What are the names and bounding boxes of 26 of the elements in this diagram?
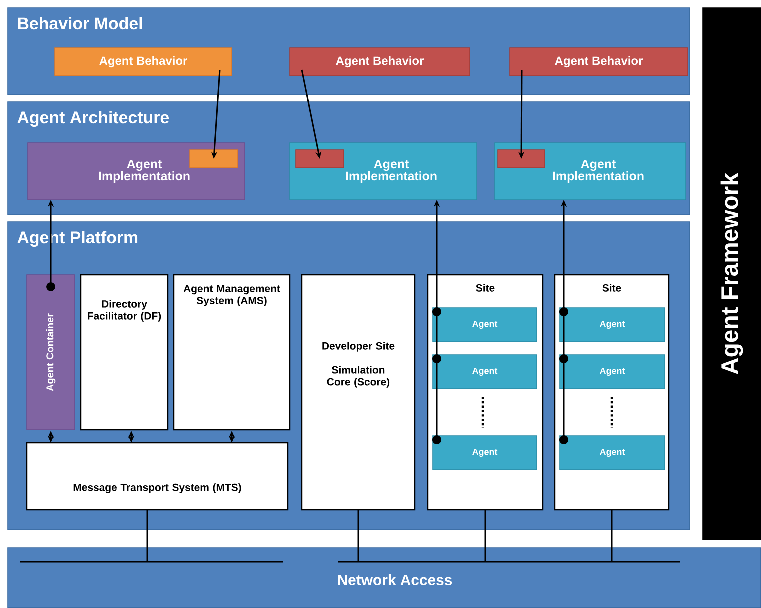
framework-bar: Agent Framework xyxy=(702,8,761,540)
agent-box: Agent xyxy=(432,354,538,390)
network-band: Network Access xyxy=(8,548,761,608)
behavior-box: Agent Behavior xyxy=(290,48,470,76)
component-box: Message Transport System (MTS) xyxy=(26,442,289,511)
connector-line xyxy=(358,510,360,562)
implementation-box: Agent Implementation xyxy=(28,142,246,200)
component-box: Developer Site Simulation Core (Score) xyxy=(301,274,416,511)
behavior-box: Agent Behavior xyxy=(510,48,688,76)
container-box: Agent Container xyxy=(26,274,76,430)
agent-box: Agent xyxy=(560,308,666,342)
component-box: Directory Facilitator (DF) xyxy=(80,274,169,431)
implementation-box: Agent Implementation xyxy=(290,142,478,200)
implementation-box: Agent Implementation xyxy=(494,142,686,200)
small-box xyxy=(190,150,238,168)
connector-line xyxy=(146,510,148,562)
agent-box: Agent xyxy=(560,354,666,390)
small-box xyxy=(498,150,546,168)
connector-line xyxy=(484,510,486,562)
agent-box: Agent xyxy=(560,436,666,470)
agent-box: Agent xyxy=(432,436,538,470)
agent-box: Agent xyxy=(432,308,538,342)
connector-line xyxy=(611,510,613,562)
component-box: Agent Management System (AMS) xyxy=(173,274,291,431)
small-box xyxy=(296,150,344,168)
behavior-box: Agent Behavior xyxy=(54,48,232,76)
